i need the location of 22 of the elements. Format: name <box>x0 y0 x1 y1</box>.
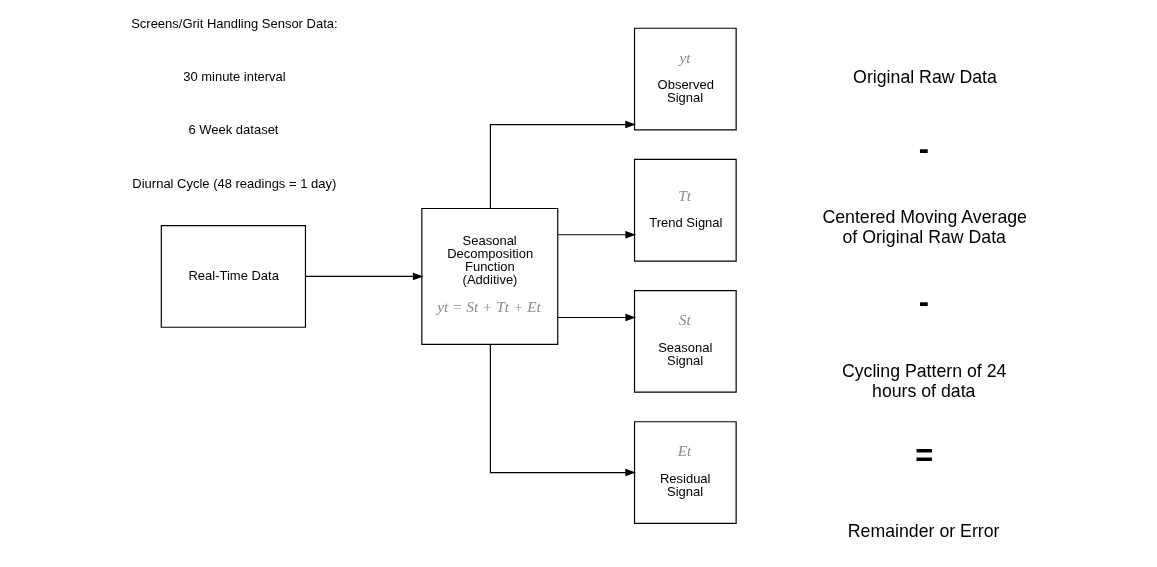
arrow <box>304 272 424 281</box>
node-box: Tt Trend Signal <box>633 158 737 262</box>
label: Diurnal Cycle (48 readings = 1 day) <box>131 175 336 191</box>
arrow <box>557 313 636 322</box>
label: Remainder or Error <box>847 520 999 541</box>
label: 30 minute interval <box>182 69 286 85</box>
label: = <box>914 437 933 473</box>
node-box: Seasonal Decomposition Function (Additive) yt = St + Tt + Et <box>420 207 558 345</box>
node-box: Et Residual Signal <box>633 421 737 524</box>
label: Centered Moving Average of Original Raw Data <box>821 207 1027 248</box>
label: - <box>918 284 929 320</box>
label: Screens/Grit Handling Sensor Data: <box>130 16 338 32</box>
arrow <box>489 120 636 209</box>
label: - <box>918 130 929 166</box>
label: 6 Week dataset <box>187 122 278 138</box>
node-box: yt Observed Signal <box>633 27 737 131</box>
arrow <box>557 231 636 239</box>
node-box: St Seasonal Signal <box>633 290 737 393</box>
node-box: Real-Time Data <box>160 225 306 328</box>
label: Cycling Pattern of 24 hours of data <box>841 360 1006 401</box>
arrow <box>489 343 636 477</box>
label: Original Raw Data <box>852 67 997 88</box>
